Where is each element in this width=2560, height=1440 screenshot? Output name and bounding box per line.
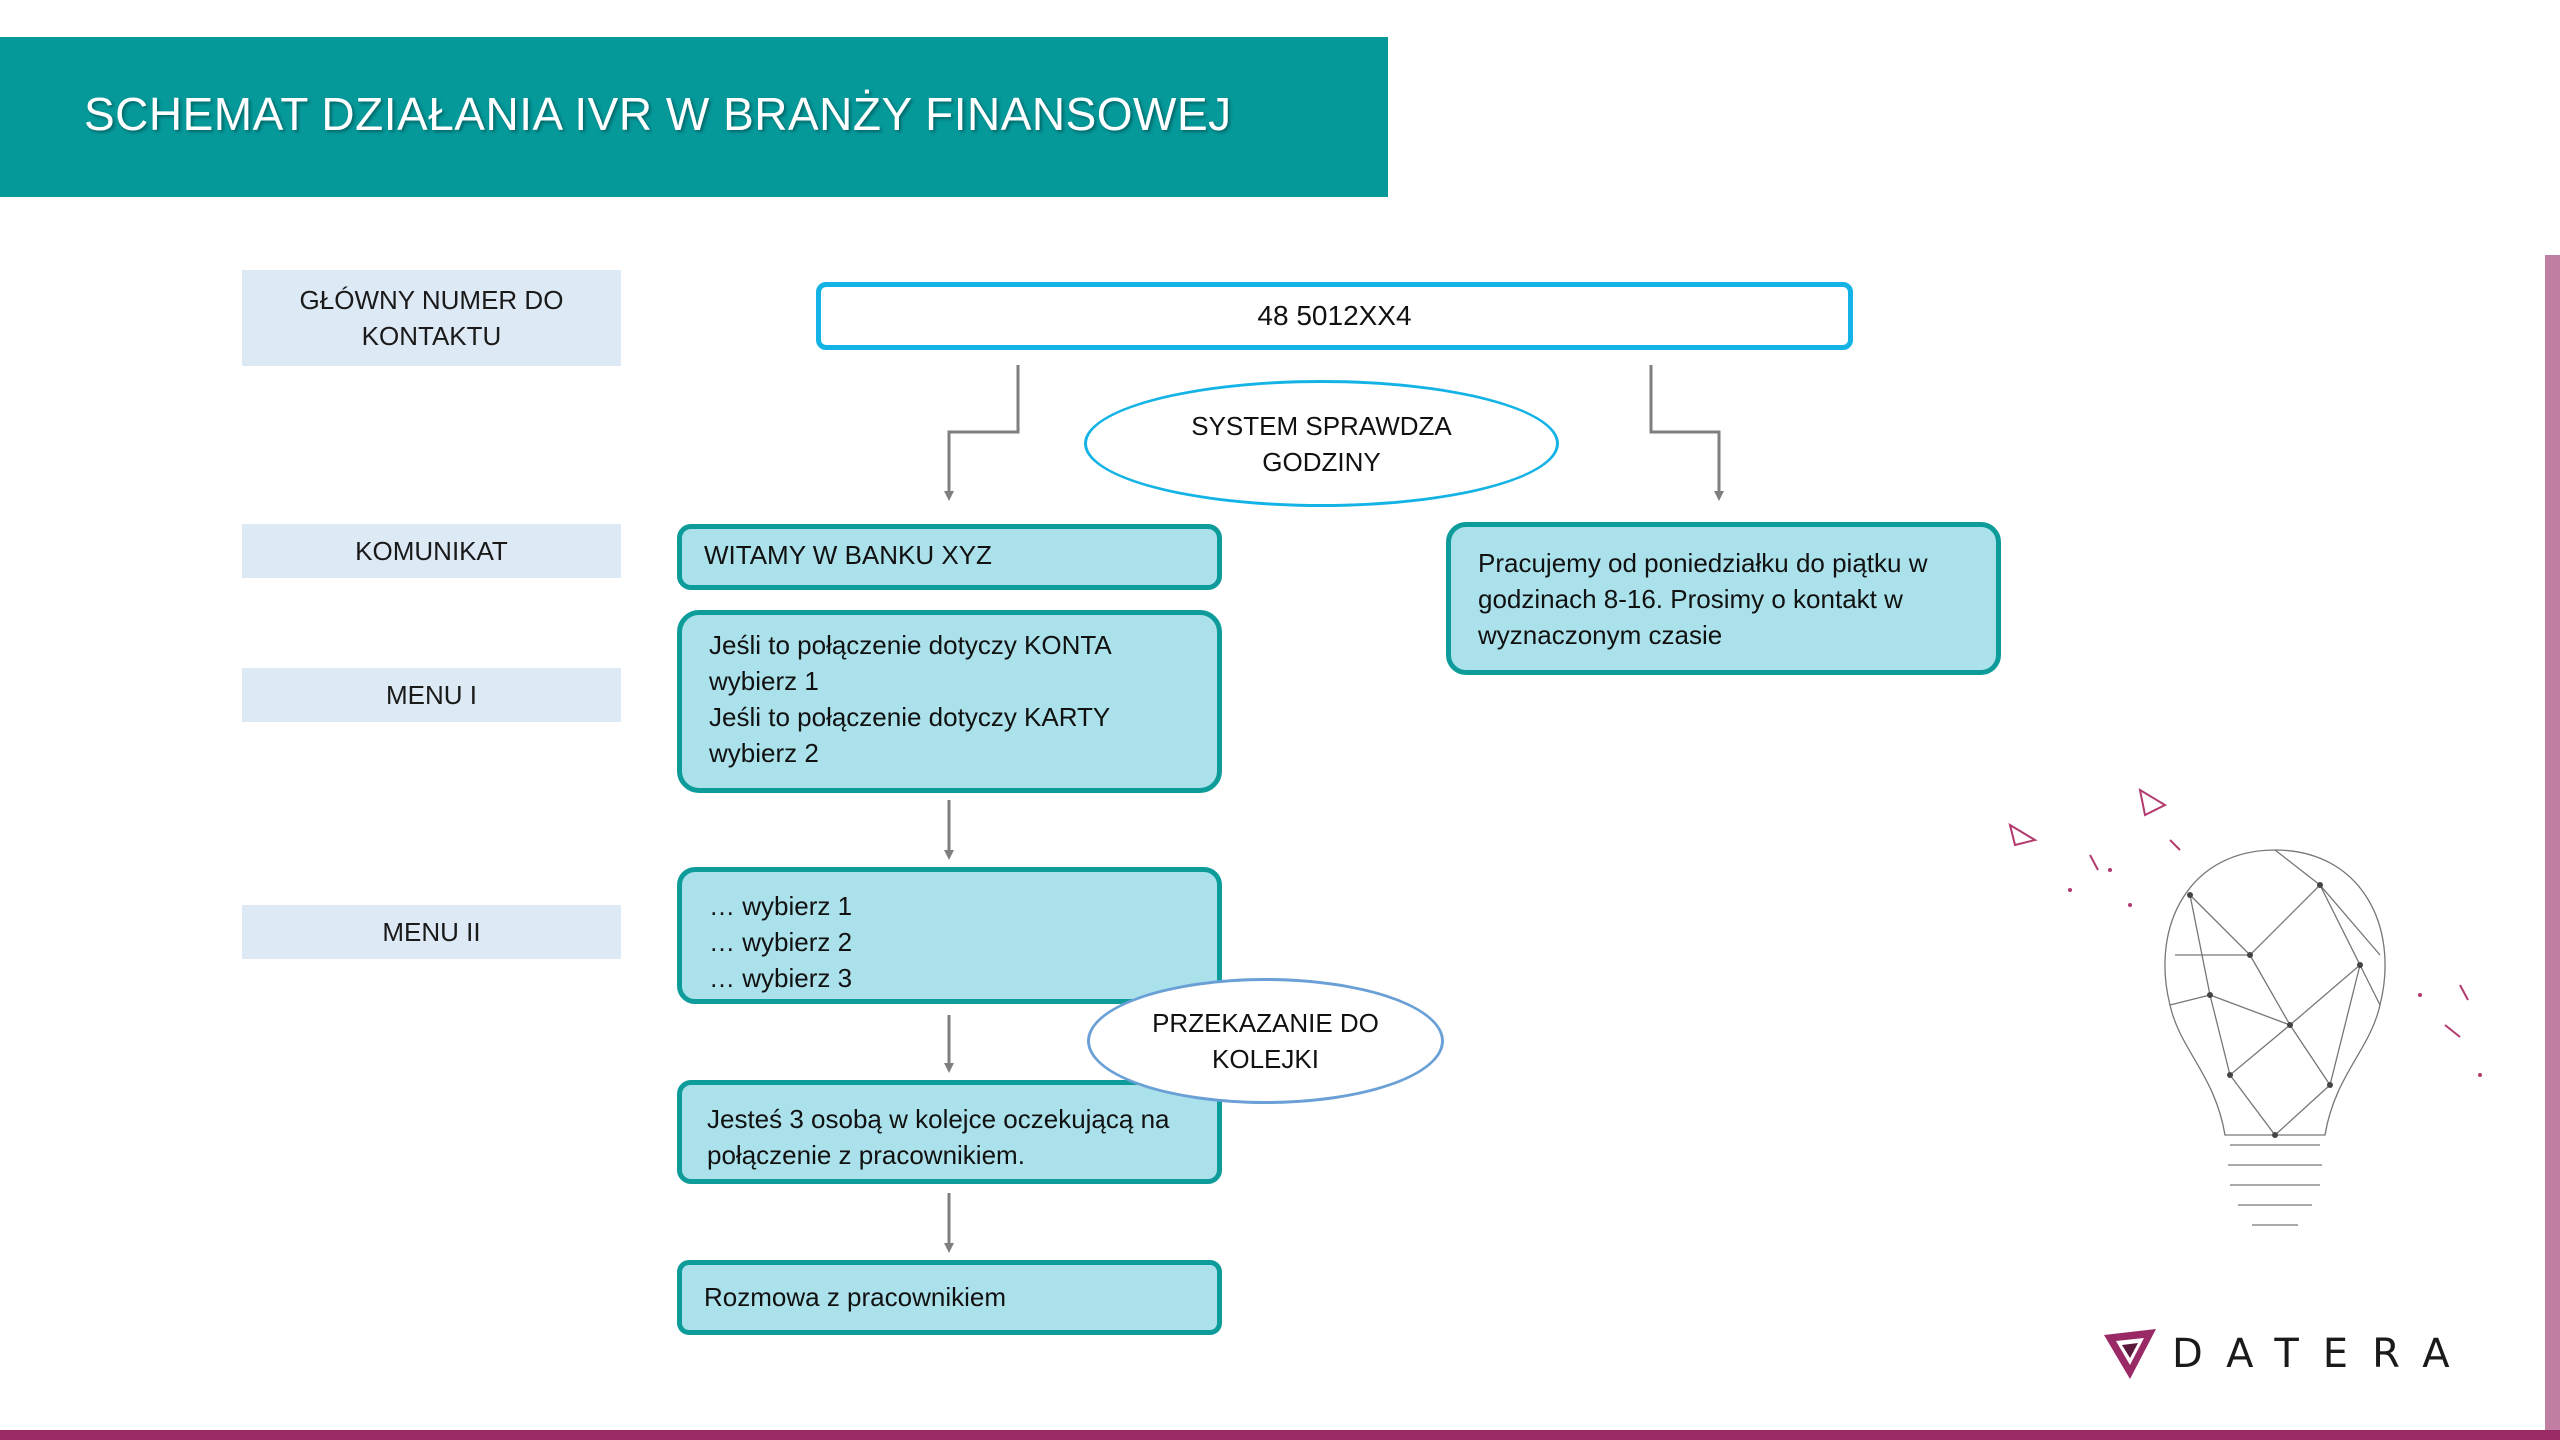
page-title: SCHEMAT DZIAŁANIA IVR W BRANŻY FINANSOWE… — [84, 88, 1232, 140]
label-main-number-text: GŁÓWNY NUMER DO KONTAKTU — [299, 285, 564, 351]
check-hours-ellipse: SYSTEM SPRAWDZA GODZINY — [1084, 380, 1559, 507]
title-banner: SCHEMAT DZIAŁANIA IVR W BRANŻY FINANSOWE… — [0, 37, 1388, 197]
right-accent-stripe — [2545, 255, 2560, 1430]
label-menu-1: MENU I — [242, 668, 621, 722]
connector-to-closed — [1649, 365, 1724, 501]
label-menu-2: MENU II — [242, 905, 621, 959]
bottom-accent-bar — [0, 1430, 2560, 1440]
lightbulb-network-icon — [2008, 787, 2482, 1226]
menu-2-box: … wybierz 1 … wybierz 2 … wybierz 3 — [677, 867, 1222, 1004]
welcome-box: WITAMY W BANKU XYZ — [677, 524, 1222, 590]
label-main-number: GŁÓWNY NUMER DO KONTAKTU — [242, 270, 621, 366]
datera-logo-icon — [2104, 1329, 2156, 1379]
datera-logo-text: DATERA — [2172, 1331, 2474, 1377]
closed-hours-box: Pracujemy od poniedziałku do piątku w go… — [1446, 522, 2001, 675]
connector-to-welcome — [944, 365, 1020, 501]
transfer-ellipse: PRZEKAZANIE DO KOLEJKI — [1087, 978, 1444, 1104]
transfer-text: PRZEKAZANIE DO KOLEJKI — [1152, 1008, 1379, 1074]
menu-1-box: Jeśli to połączenie dotyczy KONTA wybier… — [677, 610, 1222, 793]
phone-number-box: 48 5012XX4 — [816, 282, 1853, 350]
label-message: KOMUNIKAT — [242, 524, 621, 578]
talk-box: Rozmowa z pracownikiem — [677, 1260, 1222, 1335]
datera-logo: DATERA — [2100, 1325, 2474, 1383]
queue-box: Jesteś 3 osobą w kolejce oczekującą na p… — [677, 1080, 1222, 1184]
check-hours-text: SYSTEM SPRAWDZA GODZINY — [1191, 410, 1452, 477]
